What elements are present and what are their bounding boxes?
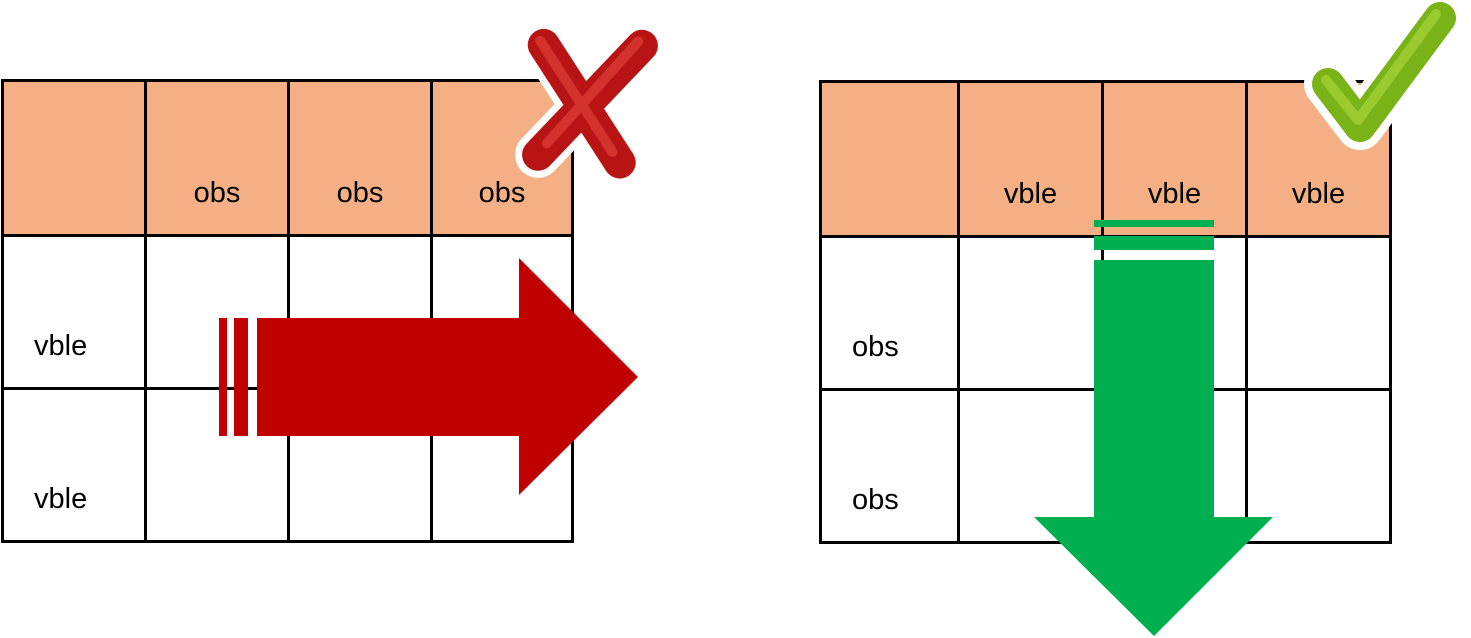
- column-header-cell: vble: [1245, 80, 1392, 238]
- row-header-cell: vble: [1, 387, 147, 543]
- data-cell: [430, 234, 574, 390]
- column-header-cell: obs: [144, 79, 290, 237]
- data-cell: [287, 234, 433, 390]
- header-row: vble vble vble: [819, 80, 1392, 238]
- data-cell: [1101, 235, 1248, 391]
- column-header-cell: vble: [1101, 80, 1248, 238]
- table-row: obs: [819, 388, 1392, 544]
- column-header-cell: obs: [287, 79, 433, 237]
- corner-cell: [1, 79, 147, 237]
- correct-layout-table: vble vble vble obs obs: [819, 80, 1392, 544]
- table-row: obs: [819, 235, 1392, 391]
- data-cell: [1101, 388, 1248, 544]
- row-header-cell: vble: [1, 234, 147, 390]
- data-cell: [144, 387, 290, 543]
- column-header-cell: obs: [430, 79, 574, 237]
- row-header-cell: obs: [819, 388, 960, 544]
- data-cell: [144, 234, 290, 390]
- header-row: obs obs obs: [1, 79, 574, 237]
- correct-layout-panel: vble vble vble obs obs: [720, 0, 1471, 638]
- data-cell: [1245, 388, 1392, 544]
- wrong-layout-table: obs obs obs vble vble: [1, 79, 574, 543]
- wrong-layout-panel: obs obs obs vble vble: [0, 0, 720, 638]
- data-cell: [957, 388, 1104, 544]
- row-header-cell: obs: [819, 235, 960, 391]
- data-cell: [430, 387, 574, 543]
- table-row: vble: [1, 387, 574, 543]
- data-cell: [287, 387, 433, 543]
- corner-cell: [819, 80, 960, 238]
- table-row: vble: [1, 234, 574, 390]
- column-header-cell: vble: [957, 80, 1104, 238]
- data-cell: [1245, 235, 1392, 391]
- data-cell: [957, 235, 1104, 391]
